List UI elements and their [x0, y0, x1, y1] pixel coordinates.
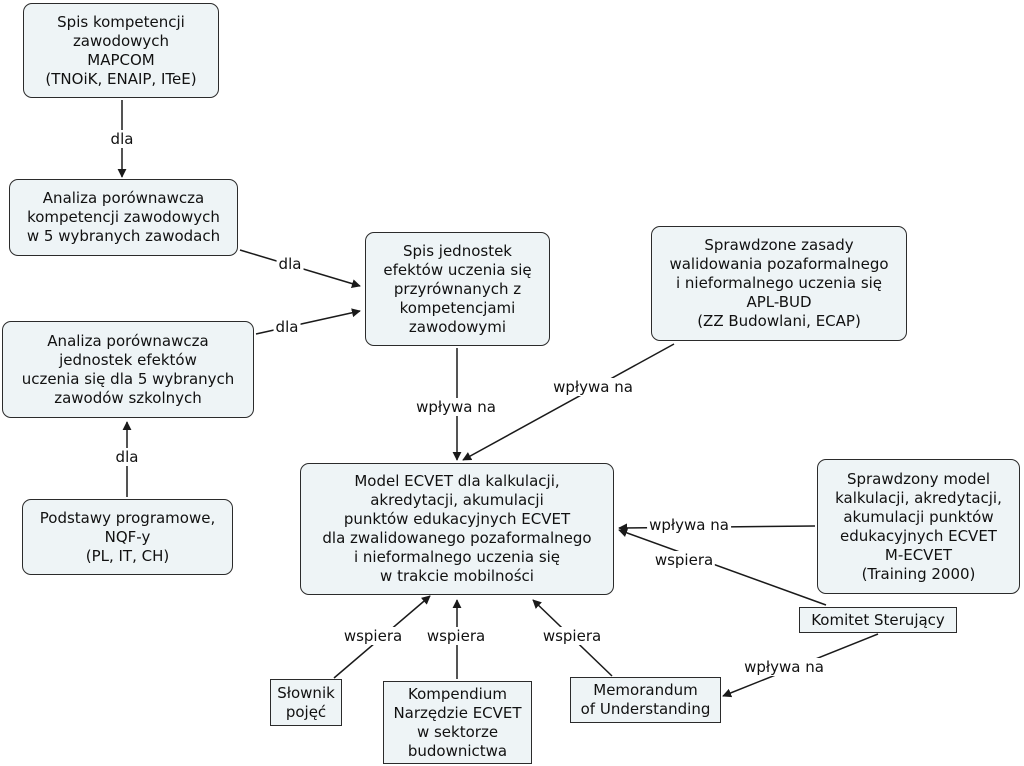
label-wspiera-1: wspiera [652, 551, 716, 569]
node-analiza-kompetencji-text: Analiza porównawcza kompetencji zawodowy… [26, 189, 221, 245]
link-zasady-to-model [462, 343, 675, 461]
node-sprawdzone-zasady[interactable]: Sprawdzone zasady walidowania pozaformal… [651, 226, 907, 341]
node-analiza-jednostek-text: Analiza porównawcza jednostek efektów uc… [21, 331, 235, 407]
label-dla-3: dla [273, 318, 301, 336]
label-wspiera-2: wspiera [341, 627, 405, 645]
node-sprawdzone-zasady-text: Sprawdzone zasady walidowania pozaformal… [669, 236, 889, 330]
node-spis-jednostek[interactable]: Spis jednostek efektów uczenia się przyr… [365, 232, 550, 346]
node-memorandum[interactable]: Memorandum of Understanding [570, 677, 721, 723]
label-wplywa-2: wpływa na [551, 378, 635, 396]
node-slownik[interactable]: Słownik pojęć [270, 679, 342, 726]
label-dla-1: dla [108, 130, 136, 148]
label-dla-2: dla [276, 255, 304, 273]
node-sprawdzony-model[interactable]: Sprawdzony model kalkulacji, akredytacji… [817, 459, 1020, 594]
link-komitet-to-model [618, 528, 827, 606]
label-wplywa-1: wpływa na [414, 398, 498, 416]
node-podstawy[interactable]: Podstawy programowe, NQF-y (PL, IT, CH) [22, 499, 233, 575]
node-spis-jednostek-text: Spis jednostek efektów uczenia się przyr… [383, 241, 532, 336]
node-komitet-text: Komitet Sterujący [811, 610, 945, 629]
node-spis-kompetencji-text: Spis kompetencji zawodowych MAPCOM (TNOi… [45, 12, 197, 88]
node-kompendium-text: Kompendium Narzędzie ECVET w sektorze bu… [393, 684, 522, 760]
node-kompendium[interactable]: Kompendium Narzędzie ECVET w sektorze bu… [383, 681, 532, 764]
link-analiza-jednostek-to-spis-jednostek [255, 308, 361, 335]
node-analiza-kompetencji[interactable]: Analiza porównawcza kompetencji zawodowy… [9, 179, 238, 256]
node-memorandum-text: Memorandum of Understanding [580, 681, 711, 718]
node-komitet[interactable]: Komitet Sterujący [799, 607, 957, 633]
label-wspiera-4: wspiera [540, 627, 604, 645]
node-spis-kompetencji[interactable]: Spis kompetencji zawodowych MAPCOM (TNOi… [23, 3, 219, 98]
node-model-ecvet[interactable]: Model ECVET dla kalkulacji, akredytacji,… [300, 463, 614, 595]
label-dla-4: dla [113, 448, 141, 466]
node-analiza-jednostek[interactable]: Analiza porównawcza jednostek efektów uc… [2, 321, 254, 418]
node-slownik-text: Słownik pojęć [277, 683, 335, 721]
node-sprawdzony-model-text: Sprawdzony model kalkulacji, akredytacji… [835, 469, 1002, 583]
node-model-ecvet-text: Model ECVET dla kalkulacji, akredytacji,… [322, 472, 592, 585]
node-podstawy-text: Podstawy programowe, NQF-y (PL, IT, CH) [39, 508, 216, 565]
label-wspiera-3: wspiera [424, 627, 488, 645]
label-wplywa-3: wpływa na [647, 516, 731, 534]
label-wplywa-4: wpływa na [742, 658, 826, 676]
